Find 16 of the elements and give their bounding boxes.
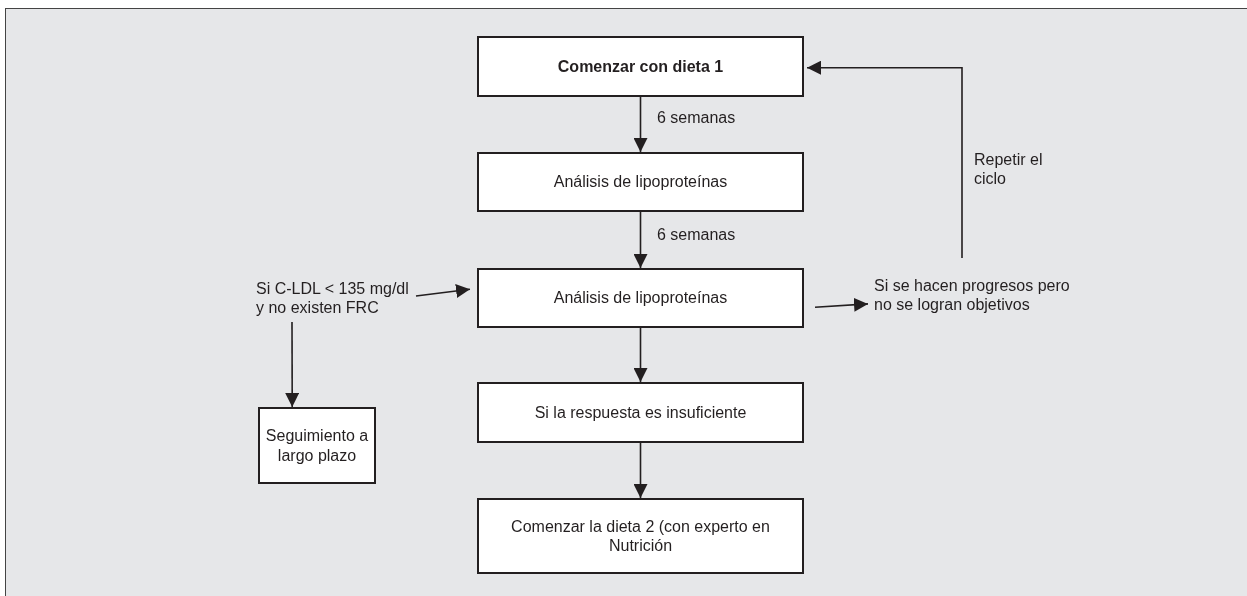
arrow xyxy=(806,60,963,259)
arrow xyxy=(814,297,869,312)
arrow xyxy=(633,442,648,499)
arrow xyxy=(415,284,471,298)
arrow xyxy=(633,96,648,153)
process-box: Comenzar con dieta 1 xyxy=(477,36,804,97)
process-box: Comenzar la dieta 2 (con experto en Nutrición xyxy=(477,498,804,574)
process-box: Análisis de lipoproteínas xyxy=(477,268,804,328)
arrow xyxy=(633,327,648,383)
arrow xyxy=(633,211,648,269)
process-box: Seguimiento a largo plazo xyxy=(258,407,376,484)
condition-text: Si C-LDL < 135 mg/dl y no existen FRC xyxy=(256,273,416,323)
process-box: Si la respuesta es insuficiente xyxy=(477,382,804,443)
condition-text: Si se hacen progresos pero no se logran objetivos xyxy=(874,266,1084,324)
process-box: Análisis de lipoproteínas xyxy=(477,152,804,212)
arrow xyxy=(285,321,300,408)
